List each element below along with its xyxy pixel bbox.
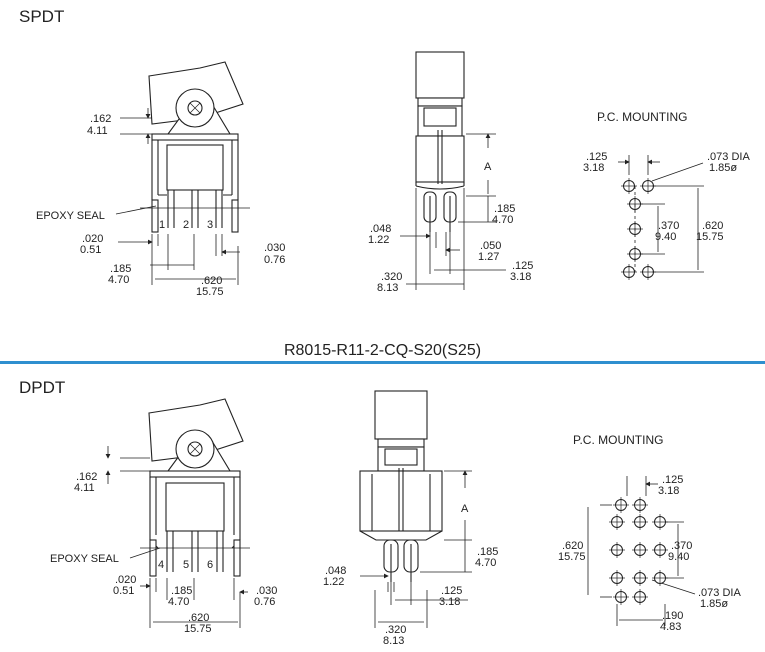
spdt-dim-620-mm: 15.75 [196, 286, 224, 298]
dpdt-dim-620: .620 [188, 612, 209, 624]
dpdt-pc-190-mm: 4.83 [660, 621, 681, 633]
spdt-dim-A: A [484, 161, 492, 173]
spdt-dim-020: .020 [82, 233, 103, 245]
dpdt-pc-hole [613, 497, 629, 513]
spdt-pc-370: .370 [658, 220, 679, 232]
dpdt-pc-hole [632, 542, 648, 558]
spdt-side-view [400, 51, 506, 290]
dpdt-pc-125-mm: 3.18 [658, 485, 679, 497]
dpdt-side-view [359, 390, 472, 628]
dpdt-pc-620: .620 [562, 540, 583, 552]
spdt-dim-162-mm: 4.11 [87, 125, 108, 137]
spdt-dim-125: .125 [512, 260, 533, 272]
spdt-pc-125-mm: 3.18 [583, 162, 604, 174]
dpdt-dim-185-mm: 4.70 [168, 596, 189, 608]
dpdt-pc-hole [609, 570, 625, 586]
dpdt-epoxy-label: EPOXY SEAL [50, 553, 119, 565]
dpdt-side-185-mm: 4.70 [475, 557, 496, 569]
spdt-pc-073: .073 DIA [707, 151, 750, 163]
spdt-pc-hole [621, 264, 637, 280]
dpdt-dim-048-mm: 1.22 [323, 576, 344, 588]
section-divider [0, 361, 765, 364]
dpdt-pc-125: .125 [662, 474, 683, 486]
spdt-dim-048-mm: 1.22 [368, 234, 389, 246]
dpdt-dim-030-mm: 0.76 [254, 596, 275, 608]
dpdt-dim-185: .185 [171, 585, 192, 597]
spdt-pc-hole [640, 178, 656, 194]
dpdt-dim-020: .020 [115, 574, 136, 586]
dpdt-front-view [105, 398, 250, 628]
spdt-dim-620: .620 [201, 275, 222, 287]
dpdt-dim-320-mm: 8.13 [383, 635, 404, 647]
dpdt-pc-hole [652, 570, 668, 586]
model-number: R8015-R11-2-CQ-S20(S25) [283, 342, 482, 359]
spdt-dim-030: .030 [264, 242, 285, 254]
spdt-pc-620: .620 [702, 220, 723, 232]
spdt-dim-185: .185 [110, 263, 131, 275]
dpdt-pc-hole [632, 570, 648, 586]
spdt-front-view [115, 61, 250, 285]
dpdt-side-185: .185 [477, 546, 498, 558]
dpdt-pc-mounting [587, 476, 696, 626]
spdt-pin-2: 2 [183, 219, 189, 231]
dpdt-pc-hole [632, 497, 648, 513]
spdt-dim-050: .050 [480, 240, 501, 252]
dpdt-pc-370: .370 [671, 540, 692, 552]
dpdt-pc-hole [652, 514, 668, 530]
dpdt-pc-hole [613, 589, 629, 605]
spdt-pc-370-mm: 9.40 [655, 231, 676, 243]
dpdt-dim-A: A [461, 503, 469, 515]
dpdt-dim-125-mm: 3.18 [439, 596, 460, 608]
dpdt-dim-620-mm: 15.75 [184, 623, 212, 635]
dpdt-pc-190: .190 [662, 610, 683, 622]
dpdt-pc-370-mm: 9.40 [668, 551, 689, 563]
spdt-pc-title: P.C. MOUNTING [597, 110, 687, 124]
dpdt-pc-hole [652, 542, 668, 558]
spdt-epoxy-label: EPOXY SEAL [36, 210, 105, 222]
dpdt-dim-020-mm: 0.51 [113, 585, 134, 597]
spdt-pc-073-mm: 1.85ø [709, 162, 737, 174]
dpdt-pc-hole [609, 542, 625, 558]
spdt-pin-3: 3 [207, 219, 213, 231]
spdt-pin-1: 1 [159, 219, 165, 231]
spdt-dim-162: .162 [90, 113, 111, 125]
spdt-dim-030-mm: 0.76 [264, 254, 285, 266]
dpdt-pin-5: 5 [183, 559, 189, 571]
spdt-title: SPDT [19, 7, 65, 26]
dpdt-title: DPDT [19, 378, 66, 397]
dpdt-pc-title: P.C. MOUNTING [573, 433, 663, 447]
dpdt-pc-073-mm: 1.85ø [700, 598, 728, 610]
dpdt-dim-125: .125 [441, 585, 462, 597]
spdt-dim-320: .320 [381, 271, 402, 283]
spdt-dim-020-mm: 0.51 [80, 244, 101, 256]
spdt-dim-050-mm: 1.27 [478, 251, 499, 263]
dpdt-pin-4: 4 [158, 559, 164, 571]
spdt-dim-185-mm: 4.70 [108, 274, 129, 286]
spdt-side-185-mm: 4.70 [492, 214, 513, 226]
dpdt-pc-hole [632, 589, 648, 605]
dpdt-pc-hole [632, 514, 648, 530]
dpdt-pc-620-mm: 15.75 [558, 551, 586, 563]
spdt-side-185: .185 [494, 203, 515, 215]
dpdt-pc-073: .073 DIA [698, 587, 741, 599]
dpdt-dim-048: .048 [325, 565, 346, 577]
spdt-dim-320-mm: 8.13 [377, 282, 398, 294]
spdt-dim-125-mm: 3.18 [510, 271, 531, 283]
spdt-pc-125: .125 [586, 151, 607, 163]
dpdt-pc-hole [609, 514, 625, 530]
dpdt-pin-6: 6 [207, 559, 213, 571]
spdt-pc-mounting [618, 155, 704, 280]
spdt-dim-048: .048 [370, 223, 391, 235]
spdt-pc-620-mm: 15.75 [696, 231, 724, 243]
dpdt-dim-030: .030 [256, 585, 277, 597]
dpdt-dim-320: .320 [385, 624, 406, 636]
spdt-pc-hole [621, 178, 637, 194]
dpdt-dim-162: .162 [76, 471, 97, 483]
dpdt-dim-162-mm: 4.11 [74, 482, 95, 494]
